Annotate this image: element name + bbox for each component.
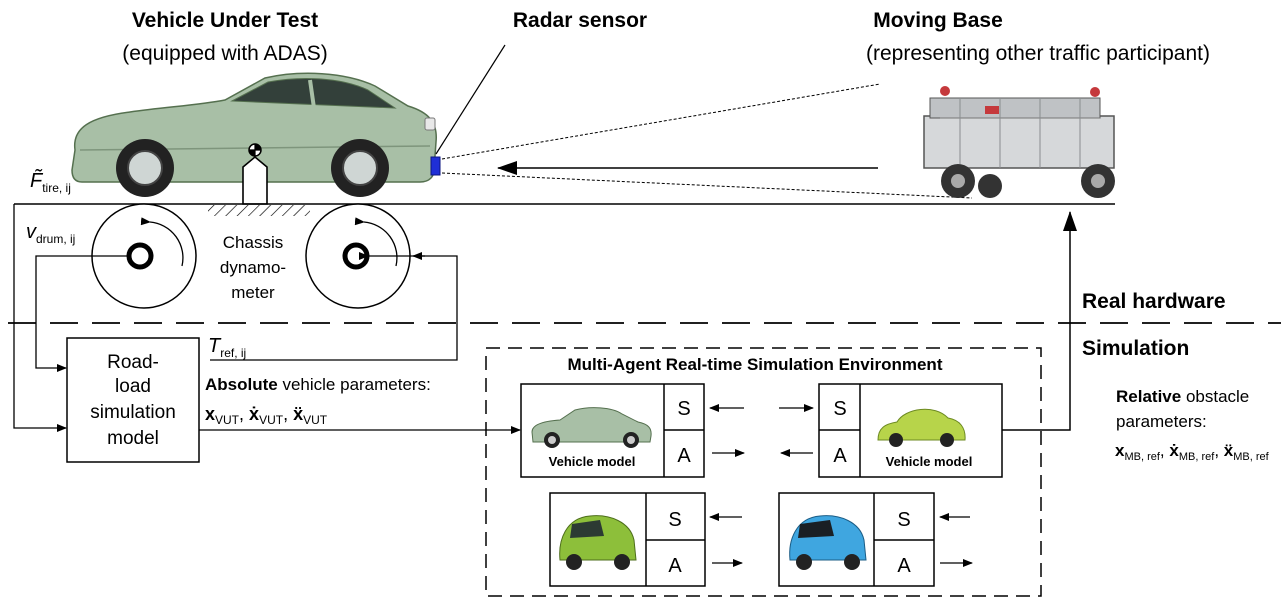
agent-mb-model: Vehicle model S A xyxy=(818,383,1003,478)
dyno-line2: dynamo- xyxy=(220,258,286,277)
radar-leader-line xyxy=(435,44,506,155)
vehicle-strut xyxy=(242,143,268,205)
v-drum-label: vdrum, ij xyxy=(26,221,75,246)
dyno-line1: Chassis xyxy=(223,233,283,252)
radar-sensor xyxy=(430,156,441,176)
mb-title: Moving Base xyxy=(873,9,1003,32)
radar-beam-lower xyxy=(441,172,973,199)
agent-mb-label: Vehicle model xyxy=(886,454,973,469)
real-hardware-label: Real hardware xyxy=(1082,290,1226,313)
road-load-line4: model xyxy=(107,428,159,449)
mb-subtitle: (representing other traffic participant) xyxy=(866,42,1210,65)
agent-mb-actuator: A xyxy=(833,445,847,467)
road-load-line3: simulation xyxy=(90,402,176,423)
f-tire-signal xyxy=(13,204,67,432)
agent-vut-actuator: A xyxy=(677,445,691,467)
v-drum-signal xyxy=(35,255,130,372)
agent-smart-green: S A xyxy=(549,492,706,587)
absolute-params-label: Absolute vehicle parameters: xyxy=(205,375,431,394)
road-load-line2: load xyxy=(115,376,151,397)
relative-params-symbols: xMB, ref, ẋMB, ref, ẍMB, ref xyxy=(1115,441,1270,463)
road-load-line1: Road- xyxy=(107,352,159,373)
agent-smart-blue-sensor: S xyxy=(897,509,910,531)
vut-title: Vehicle Under Test xyxy=(132,9,318,32)
agent-vut-label: Vehicle model xyxy=(549,454,636,469)
relative-params-signal xyxy=(1002,211,1077,431)
agent-vut-model: Vehicle model S A xyxy=(520,383,705,478)
simulation-environment-title: Multi-Agent Real-time Simulation Environ… xyxy=(568,355,943,374)
agent-smart-green-actuator: A xyxy=(668,555,682,577)
drum-left xyxy=(91,203,197,309)
simulation-label: Simulation xyxy=(1082,337,1189,360)
relative-params-label: Relative obstacle xyxy=(1116,387,1249,406)
agent-smart-green-sensor: S xyxy=(668,509,681,531)
agent-smart-blue-actuator: A xyxy=(897,555,911,577)
dyno-line3: meter xyxy=(231,283,275,302)
f-tire-label: F̃tire, ij xyxy=(30,168,71,195)
absolute-params-symbols: xVUT, ẋVUT, ẍVUT xyxy=(205,404,328,427)
radar-title: Radar sensor xyxy=(513,9,647,32)
moving-base-image xyxy=(923,86,1115,198)
dyno-base-hatch xyxy=(208,205,310,216)
agent-smart-blue: S A xyxy=(778,492,935,587)
road-load-model-box xyxy=(66,337,200,463)
vehicle-under-test-image xyxy=(71,72,437,197)
agent-mb-sensor: S xyxy=(833,398,846,420)
t-ref-label: Tref, ij xyxy=(208,335,246,360)
simulation-environment-box xyxy=(485,347,1042,597)
agent-vut-sensor: S xyxy=(677,398,690,420)
relative-params-label2: parameters: xyxy=(1116,412,1207,431)
radar-beam-upper xyxy=(441,83,881,160)
vut-subtitle: (equipped with ADAS) xyxy=(122,42,327,65)
drum-right-to-tref xyxy=(210,255,458,361)
